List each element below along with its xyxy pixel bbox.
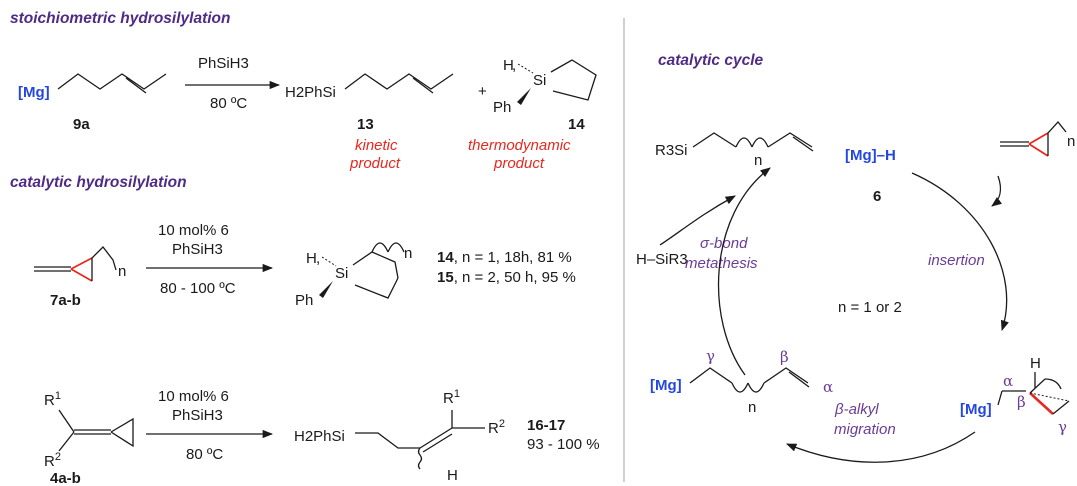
alpha-label-2: α (1003, 372, 1013, 390)
r2-group: R2 (44, 451, 61, 470)
compound-label-13: 13 (357, 116, 374, 133)
insertion-arrow (911, 172, 1009, 331)
silane-reagent: H–SiR3 (636, 251, 688, 268)
catalyst-loading-2: 10 mol% 6 (158, 388, 229, 405)
product-14-15: H , Si n Ph (295, 242, 412, 309)
svg-text:10 mol% 6: 10 mol% 6 (158, 222, 229, 239)
sigma-bond-label: σ-bond (700, 235, 748, 252)
arrow-cat1: 10 mol% 6 PhSiH3 80 - 100 ºC (146, 222, 274, 297)
compound-label-16-17: 16-17 (527, 417, 565, 434)
compound-label-7a-b: 7a-b (50, 292, 81, 309)
compound-label-14: 14 (568, 116, 585, 133)
result-14: 14, n = 1, 18h, 81 % (437, 249, 572, 266)
yield-label: 93 - 100 % (527, 436, 600, 453)
compound-label-9a: 9a (73, 116, 90, 133)
gamma-label-2: γ (1058, 418, 1067, 436)
thermodynamic-label: thermodynamic (468, 137, 571, 154)
arrow-stoich: PhSiH3 80 ºC (185, 55, 281, 112)
metathesis-label: metathesis (685, 255, 758, 272)
silicon-atom: Si (533, 72, 546, 89)
condition-80c-2: 80 ºC (186, 446, 223, 463)
butenyl-chain (57, 73, 167, 90)
h-label-cyclopropyl: H (1030, 355, 1041, 372)
product-chain-2 (355, 432, 420, 449)
arrow-cat2: 10 mol% 6 PhSiH3 80 ºC (146, 388, 274, 463)
r3si-prefix: R3Si (655, 142, 688, 159)
product-16-17: H2PhSi R1 R2 H 16-17 93 - 100 % (294, 388, 600, 484)
metathesis-arrow (717, 167, 771, 376)
h2phsi-prefix-2: H2PhSi (294, 428, 345, 445)
r1-group-product: R1 (443, 388, 460, 407)
silicon-atom-2: Si (335, 265, 348, 282)
silacyclopentane-ring (550, 59, 597, 101)
header-catalytic: catalytic hydrosilylation (10, 174, 187, 191)
r1-group: R1 (44, 390, 61, 409)
phenyl-group-2: Ph (295, 292, 313, 309)
si-hydrogen: H (503, 57, 514, 74)
n-subscript-substrate: n (1067, 133, 1075, 150)
n-subscript-2: n (404, 245, 412, 262)
reactant-7a-b: n 7a-b (34, 246, 126, 309)
mg-hydride: [Mg]–H (845, 147, 896, 164)
silacycle-upper (352, 251, 399, 279)
gamma-label: γ (706, 347, 715, 365)
migration-label: migration (834, 421, 896, 438)
header-stoichiometric: stoichiometric hydrosilylation (10, 10, 231, 27)
product-14-silacycle: H , Si Ph 14 thermodynamic product (468, 57, 597, 172)
silacycle-lower (354, 277, 399, 299)
mg-label-3: [Mg] (960, 401, 992, 418)
reactant-9a: [Mg] 9a (18, 73, 167, 133)
catalyst-label-6: 6 (873, 188, 881, 205)
plus-sign: + (478, 83, 487, 100)
catalyst-6: [Mg]–H 6 (845, 147, 896, 205)
svg-text:H: H (306, 250, 317, 267)
h2phsi-prefix: H2PhSi (285, 84, 336, 101)
n-subscript: n (118, 263, 126, 280)
reactant-4a-b: R1 R2 4a-b (44, 390, 134, 486)
cyclopropyl-intermediate: H [Mg] α β γ (960, 355, 1070, 436)
alpha-label: α (823, 378, 833, 396)
mg-label: [Mg] (18, 84, 50, 101)
beta-label: β (780, 348, 789, 366)
header-catalytic-cycle: catalytic cycle (658, 52, 764, 69)
kinetic-label: kinetic (355, 137, 398, 154)
beta-alkyl-label: β-alkyl (834, 401, 879, 418)
intermediate-chain (689, 367, 733, 384)
insertion-label: insertion (928, 252, 985, 269)
n-subscript-cycle: n (754, 152, 762, 169)
product-13: H2PhSi 13 kinetic product (285, 73, 454, 172)
svg-text:,: , (512, 57, 516, 74)
result-15: 15, n = 2, 50 h, 95 % (437, 269, 576, 286)
catalyst-loading-1: 10 mol% 6 (158, 222, 229, 239)
silane-entry-arrow (659, 195, 736, 246)
mg-label-2: [Mg] (650, 377, 682, 394)
migration-arrow (786, 431, 976, 463)
n-value-note: n = 1 or 2 (838, 299, 902, 316)
condition-80c: 80 ºC (210, 95, 247, 112)
thermodynamic-product-label: product (493, 155, 545, 172)
cycle-product: R3Si n (655, 132, 814, 169)
phenyl-group: Ph (493, 99, 511, 116)
kinetic-product-label: product (349, 155, 401, 172)
ring-7a-b (91, 246, 117, 281)
svg-text:,: , (316, 250, 320, 267)
vinyl-hydrogen: H (447, 467, 458, 484)
cyclopropane-ring (110, 417, 134, 448)
beta-label-2: β (1017, 393, 1026, 411)
r2-group-product: R2 (488, 418, 505, 437)
compound-label-4a-b: 4a-b (50, 470, 81, 486)
open-chain-intermediate: [Mg] γ β α n (650, 347, 833, 416)
substrate-entry-arrow (991, 175, 1002, 207)
cycle-product-chain (692, 132, 737, 148)
reagent-phsih3-3: PhSiH3 (172, 407, 223, 424)
n-subscript-intermediate: n (748, 399, 756, 416)
reagent-phsih3-2: PhSiH3 (172, 241, 223, 258)
cycle-substrate: n (1000, 120, 1075, 157)
reagent-phsih3: PhSiH3 (198, 55, 249, 72)
product-chain (344, 73, 454, 90)
condition-80-100c: 80 - 100 ºC (160, 280, 236, 297)
